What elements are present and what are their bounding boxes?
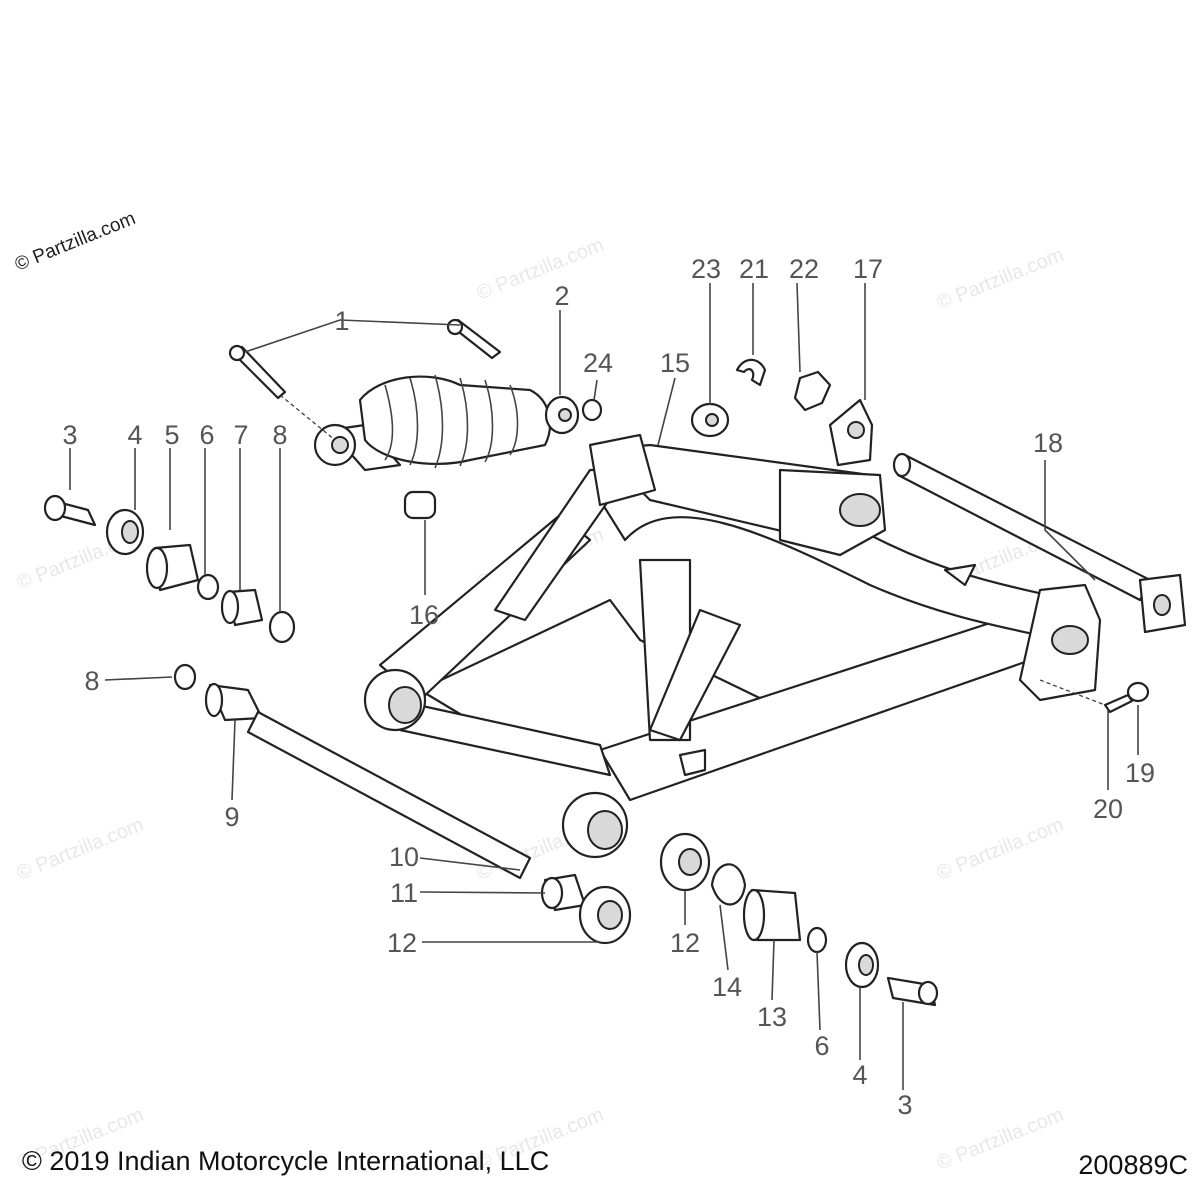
- drawing-number: 200889C: [1078, 1150, 1188, 1180]
- callout-8: 8: [272, 420, 287, 450]
- pivot-shaft-illustration: [246, 710, 532, 880]
- callout-4: 4: [127, 420, 142, 450]
- hardware-illustration: [690, 358, 874, 467]
- callout-14: 14: [712, 972, 742, 1002]
- callout-4: 4: [852, 1060, 867, 1090]
- watermark: © Partzilla.com: [474, 234, 607, 305]
- shock-absorber-illustration: [313, 374, 580, 472]
- callout-7: 7: [233, 420, 248, 450]
- callout-3: 3: [62, 420, 77, 450]
- watermark: © Partzilla.com: [14, 814, 147, 885]
- callout-16: 16: [409, 600, 439, 630]
- callout-5: 5: [164, 420, 179, 450]
- callout-10: 10: [389, 842, 419, 872]
- left-pivot-hardware-illustration: [43, 494, 296, 722]
- callout-labels: 1 2 3 3 4 4 5 6 6 7 8 8 9 10 11 12 12 13…: [62, 254, 1155, 1120]
- callout-19: 19: [1125, 758, 1155, 788]
- callout-18: 18: [1033, 428, 1063, 458]
- watermark: © Partzilla.com: [934, 1104, 1067, 1175]
- callout-6: 6: [199, 420, 214, 450]
- callout-9: 9: [224, 802, 239, 832]
- callout-24: 24: [583, 348, 613, 378]
- callout-12: 12: [670, 928, 700, 958]
- watermark: © Partzilla.com: [934, 244, 1067, 315]
- callout-21: 21: [739, 254, 769, 284]
- copyright-text: © 2019 Indian Motorcycle International, …: [22, 1146, 550, 1176]
- callout-13: 13: [757, 1002, 787, 1032]
- callout-1: 1: [334, 306, 349, 336]
- leader-lines: [69, 282, 1139, 1090]
- washer-illustration: [581, 398, 603, 422]
- callout-12: 12: [387, 928, 417, 958]
- callout-17: 17: [853, 254, 883, 284]
- spacer-illustration: [403, 490, 437, 520]
- callout-11: 11: [390, 878, 418, 908]
- small-bolt-illustration: [1103, 681, 1150, 714]
- callout-15: 15: [660, 348, 690, 378]
- callout-2: 2: [554, 281, 569, 311]
- callout-3: 3: [897, 1090, 912, 1120]
- callout-6: 6: [814, 1031, 829, 1061]
- shock-bolt-illustration: [228, 318, 502, 400]
- callout-22: 22: [789, 254, 819, 284]
- right-pivot-hardware-illustration: [540, 832, 939, 1007]
- callout-23: 23: [691, 254, 721, 284]
- callout-8: 8: [84, 666, 99, 696]
- swingarm-illustration: [363, 433, 1102, 859]
- callout-20: 20: [1093, 794, 1123, 824]
- watermark: © Partzilla.com: [934, 814, 1067, 885]
- axle-illustration: [892, 452, 1187, 634]
